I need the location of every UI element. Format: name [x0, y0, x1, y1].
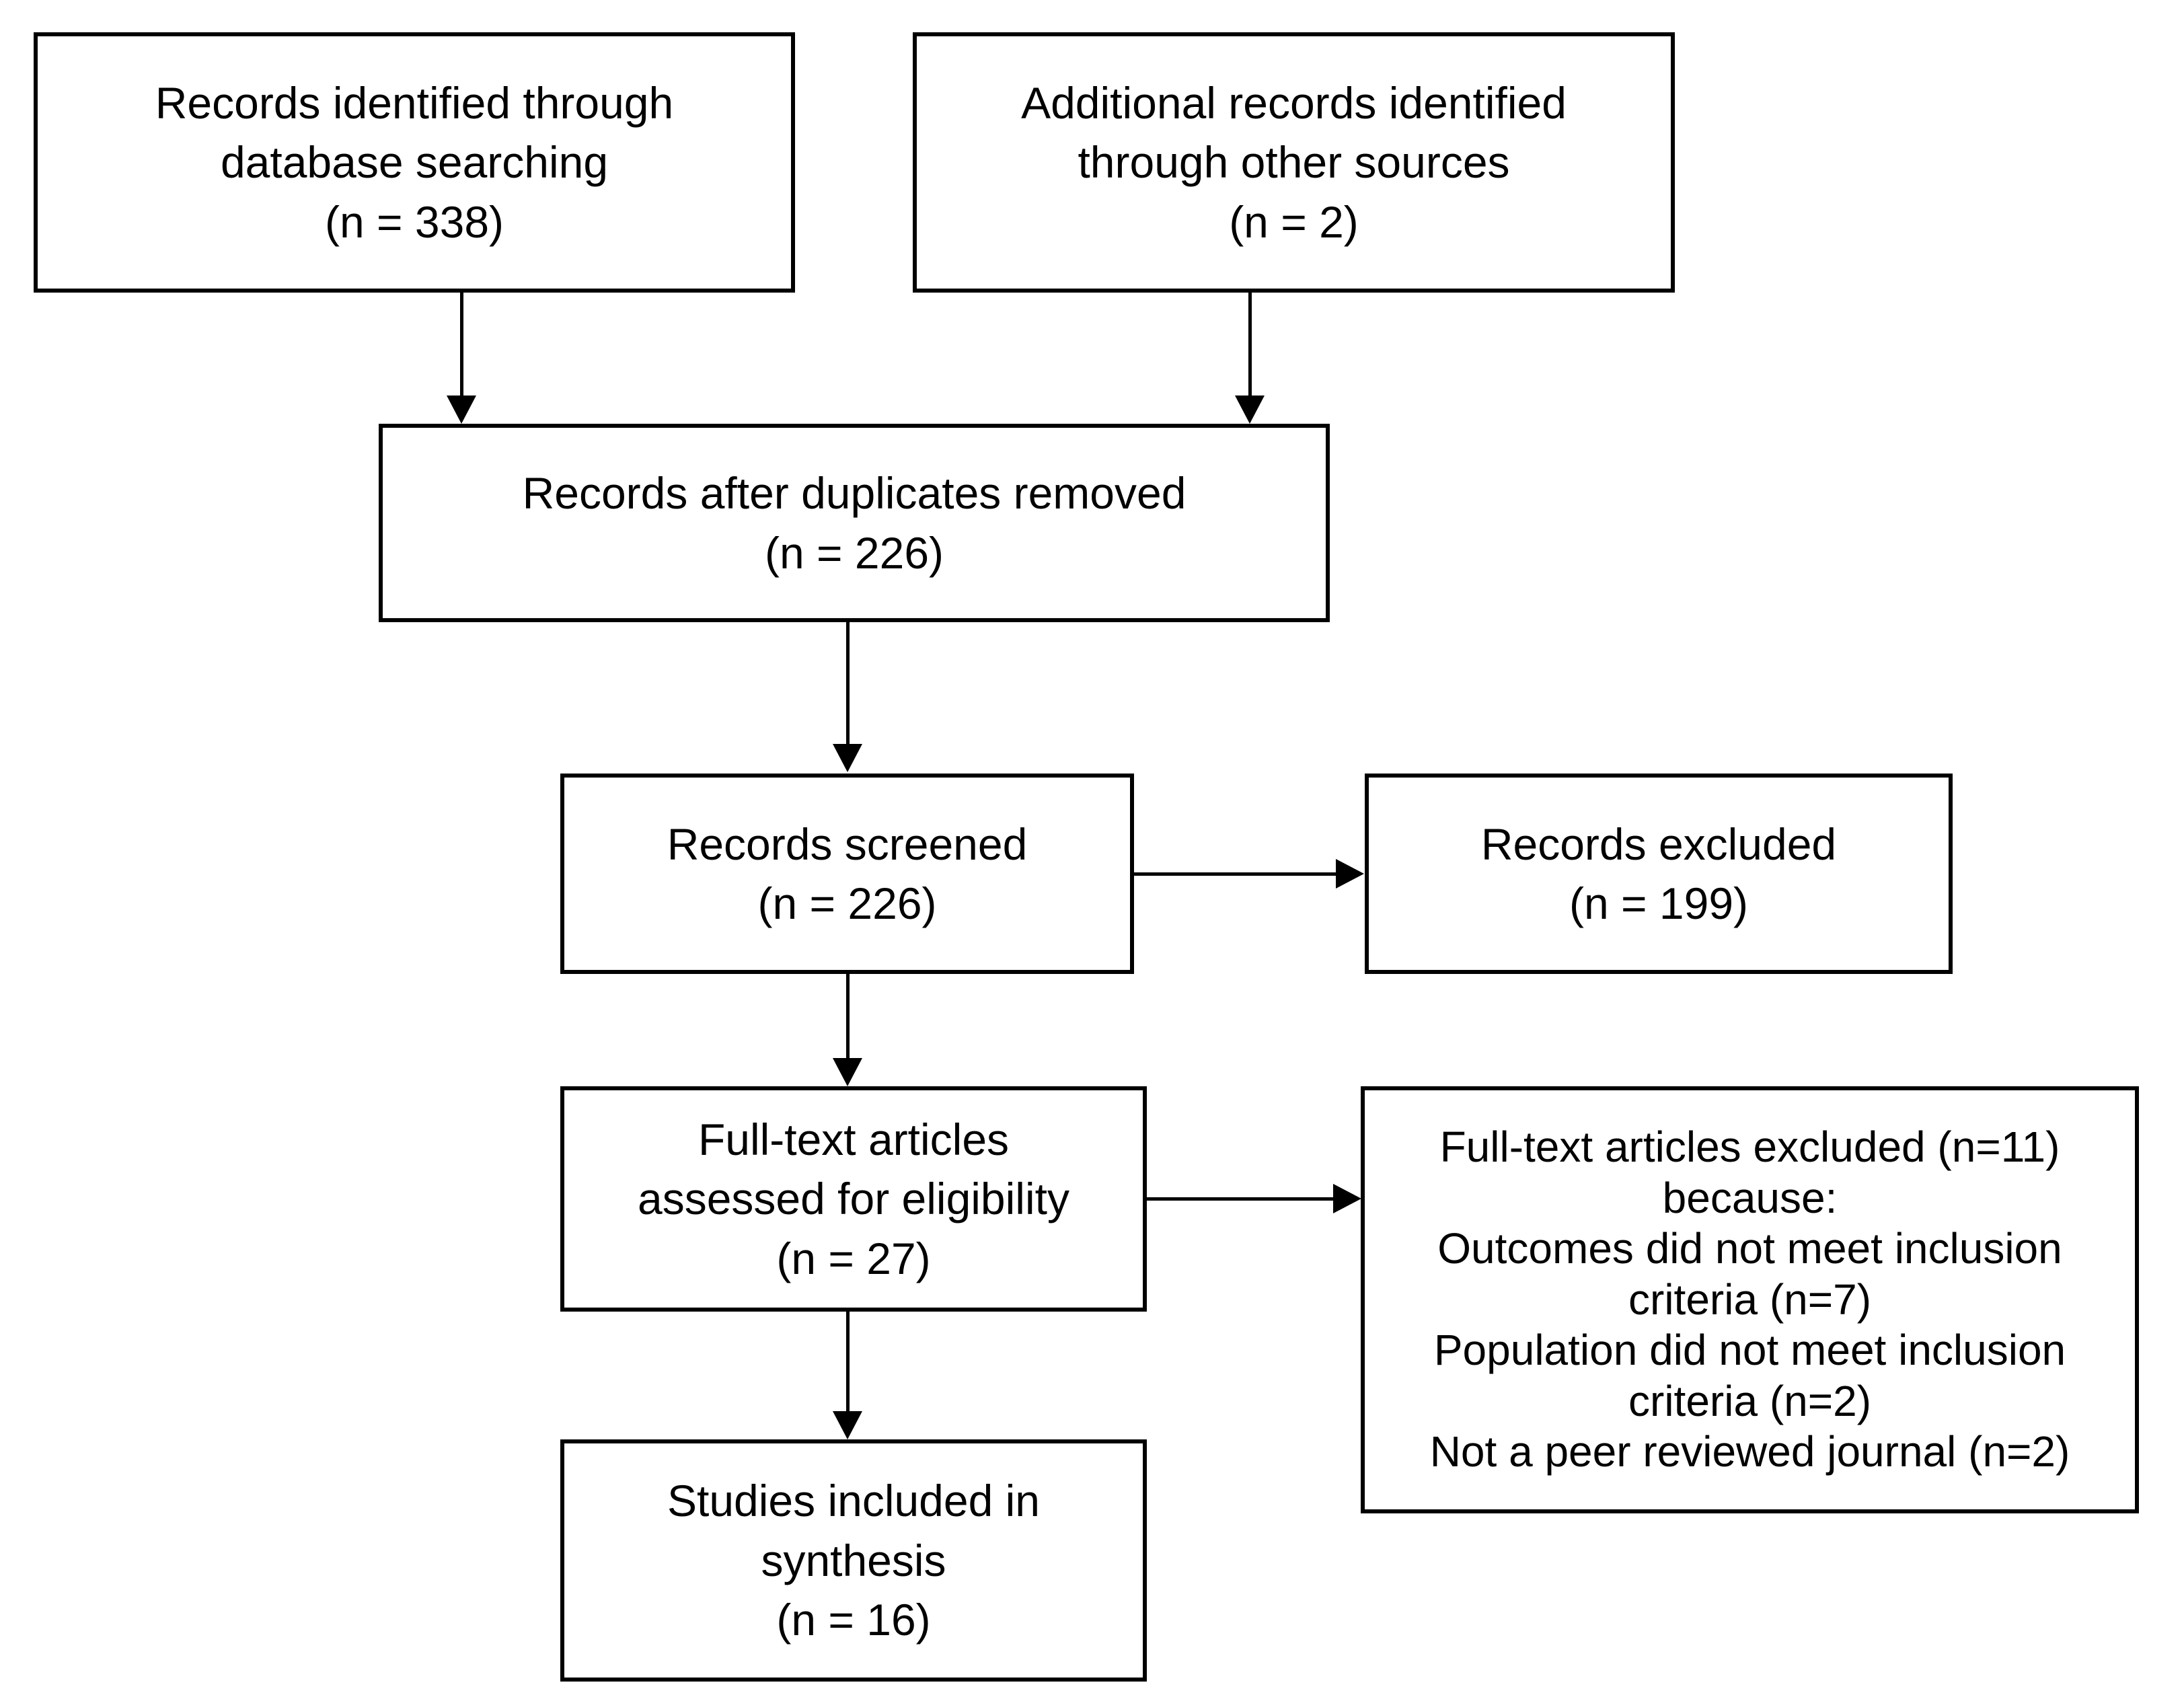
arrowhead-box6-to-box8	[833, 1411, 862, 1439]
box3-line-2: (n = 226)	[765, 527, 944, 578]
box7-line-2: because:	[1662, 1173, 1838, 1222]
box1-line-1: Records identified through	[155, 77, 674, 128]
box7-line-3: Outcomes did not meet inclusion	[1437, 1224, 2062, 1273]
arrowhead-box2-to-box3	[1235, 396, 1265, 424]
connector-box3-to-box4	[846, 622, 850, 745]
box2-line-3: (n = 2)	[1229, 196, 1359, 247]
connector-box6-to-box7	[1147, 1197, 1335, 1201]
box6-line-3: (n = 27)	[776, 1233, 931, 1283]
connector-box2-to-box3	[1248, 293, 1252, 397]
box4-line-2: (n = 226)	[757, 878, 937, 928]
box-records-identified-database: Records identified through database sear…	[34, 32, 795, 293]
box-records-after-duplicates-removed: Records after duplicates removed (n = 22…	[379, 424, 1330, 622]
arrowhead-box6-to-box7	[1333, 1184, 1361, 1213]
connector-box4-to-box6	[846, 974, 850, 1060]
box8-line-1: Studies included in	[667, 1476, 1041, 1526]
box2-line-2: through other sources	[1078, 137, 1510, 188]
box4-line-1: Records screened	[667, 819, 1028, 869]
box6-line-2: assessed for eligibility	[638, 1174, 1069, 1224]
box-full-text-excluded: Full-text articles excluded (n=11) becau…	[1361, 1086, 2139, 1513]
box5-line-2: (n = 199)	[1569, 878, 1748, 928]
box-additional-records-other-sources: Additional records identified through ot…	[913, 32, 1675, 293]
box-records-screened: Records screened (n = 226)	[560, 774, 1134, 974]
box7-line-6: criteria (n=2)	[1628, 1376, 1871, 1425]
box8-line-3: (n = 16)	[776, 1595, 931, 1645]
box7-line-7: Not a peer reviewed journal (n=2)	[1429, 1427, 2070, 1476]
arrowhead-box3-to-box4	[833, 744, 862, 772]
box1-line-3: (n = 338)	[325, 196, 504, 247]
box7-line-4: criteria (n=7)	[1628, 1275, 1871, 1324]
box7-line-5: Population did not meet inclusion	[1433, 1326, 2066, 1375]
box7-line-1: Full-text articles excluded (n=11)	[1439, 1123, 2060, 1172]
box1-line-2: database searching	[220, 137, 609, 188]
arrowhead-box4-to-box6	[833, 1058, 862, 1086]
box3-line-1: Records after duplicates removed	[522, 468, 1187, 519]
box-records-excluded: Records excluded (n = 199)	[1365, 774, 1953, 974]
box-full-text-assessed: Full-text articles assessed for eligibil…	[560, 1086, 1147, 1312]
box2-line-1: Additional records identified	[1021, 77, 1567, 128]
arrowhead-box1-to-box3	[447, 396, 476, 424]
box-studies-included-synthesis: Studies included in synthesis (n = 16)	[560, 1439, 1147, 1682]
connector-box6-to-box8	[846, 1312, 850, 1414]
box6-line-1: Full-text articles	[698, 1114, 1010, 1164]
box5-line-1: Records excluded	[1480, 819, 1837, 869]
connector-box1-to-box3	[460, 293, 463, 397]
box8-line-2: synthesis	[761, 1535, 946, 1585]
arrowhead-box4-to-box5	[1336, 859, 1364, 889]
connector-box4-to-box5	[1134, 872, 1336, 876]
